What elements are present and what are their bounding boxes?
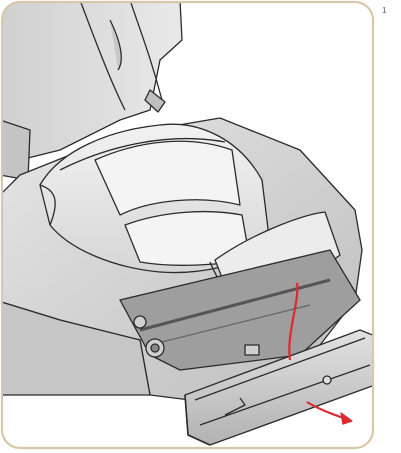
label-on-roll-1	[94, 140, 241, 216]
liner-feed-line	[288, 282, 299, 361]
figure-frame	[0, 0, 375, 450]
figure-number: 1	[382, 6, 387, 15]
